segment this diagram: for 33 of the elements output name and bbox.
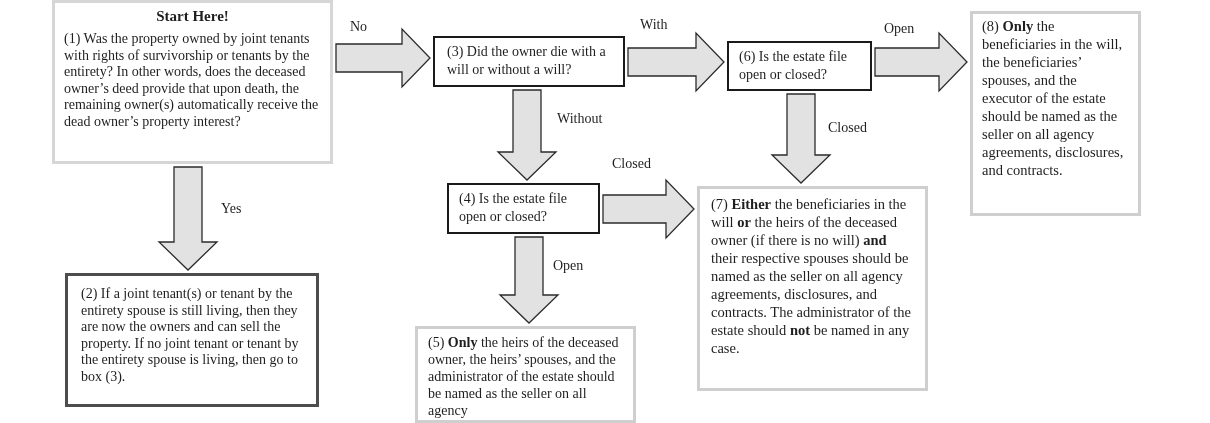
- edge-label: Closed: [828, 120, 867, 136]
- edge-label: Closed: [612, 156, 651, 172]
- edge-label: No: [350, 19, 368, 35]
- box-text: (3) Did the owner die with a will or without a will?: [447, 43, 607, 79]
- box-text: (6) Is the estate file open or closed?: [739, 48, 849, 84]
- result-box: [415, 326, 636, 423]
- edge-label: Open: [553, 258, 584, 274]
- edge-label: Without: [557, 111, 603, 127]
- block-arrow: [602, 178, 695, 240]
- block-arrow: [770, 93, 832, 184]
- box-text: (1) Was the property owned by joint tenants with rights of survivorship or tenants by the entirety? In other words, does the deceased owner’s deed provide that upon death, the remaining owner(s) automatically receive the dead owner’s property interest?: [64, 31, 320, 130]
- block-arrow: [498, 236, 560, 324]
- block-arrow: [627, 31, 725, 93]
- result-box: [697, 186, 928, 391]
- edge-label: With: [640, 17, 668, 33]
- result-box: [970, 11, 1141, 216]
- block-arrow: [874, 31, 968, 93]
- question-box: [727, 41, 872, 91]
- instruction-box: [65, 273, 319, 407]
- box-text: (7) Either the beneficiaries in the will or the heirs of the deceased owner (if there is no will) and their respective spouses should be named as the seller on all agency agreements, disclosures, and contracts. The administrator of the estate should not be named in any case.: [711, 195, 912, 357]
- question-box: [447, 183, 600, 234]
- box-text: (2) If a joint tenant(s) or tenant by the entirety spouse is still living, then they are now the owners and can sell the property. If no joint tenant or tenant by the entirety spouse is living, then go to box (3).: [81, 286, 300, 385]
- edge-label: Open: [884, 21, 915, 37]
- block-arrow: [496, 89, 558, 181]
- question-box: [433, 36, 625, 87]
- box-text: (8) Only the beneficiaries in the will, the beneficiaries’ spouses, and the executor of the estate should be named as the seller on all agency agreements, disclosures, and contracts.: [982, 17, 1125, 179]
- box-text: (5) Only the heirs of the deceased owner, the heirs’ spouses, and the administrator of the estate should be named as the seller on all agency: [428, 334, 620, 419]
- block-arrow: [157, 166, 219, 271]
- box-heading: Start Here!: [155, 7, 230, 25]
- box-text: (4) Is the estate file open or closed?: [459, 190, 569, 226]
- block-arrow: [335, 27, 431, 89]
- start-box: [52, 0, 333, 164]
- edge-label: Yes: [221, 201, 242, 217]
